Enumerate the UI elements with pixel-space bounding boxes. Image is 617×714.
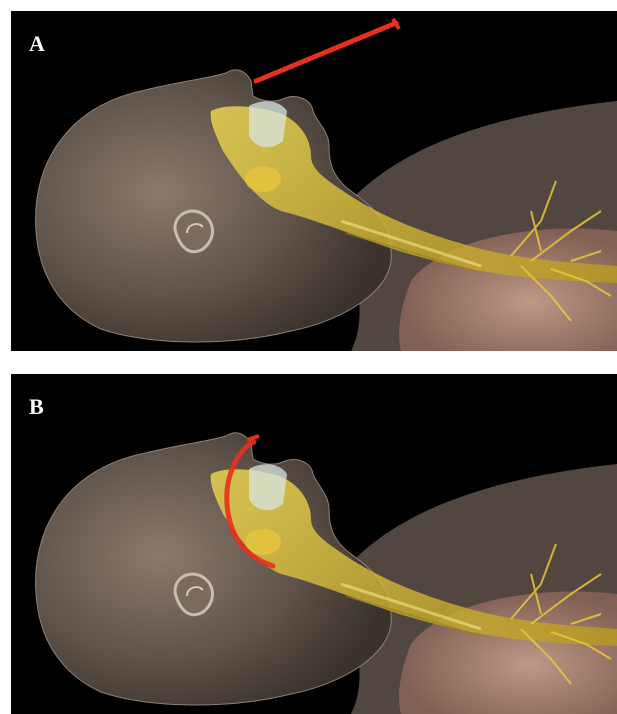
illustration-panel-b: B [11, 374, 617, 714]
teeth [249, 464, 287, 510]
panel-label-a: A [29, 31, 45, 57]
teeth [249, 101, 287, 147]
tongue [245, 166, 281, 192]
panel-label-b: B [29, 394, 44, 420]
ear [175, 574, 212, 615]
head-airway-illustration-b [11, 374, 617, 714]
catheter-a [256, 19, 399, 81]
illustration-panel-a: A [11, 11, 617, 351]
ear [175, 211, 212, 252]
head-airway-illustration-a [11, 11, 617, 351]
